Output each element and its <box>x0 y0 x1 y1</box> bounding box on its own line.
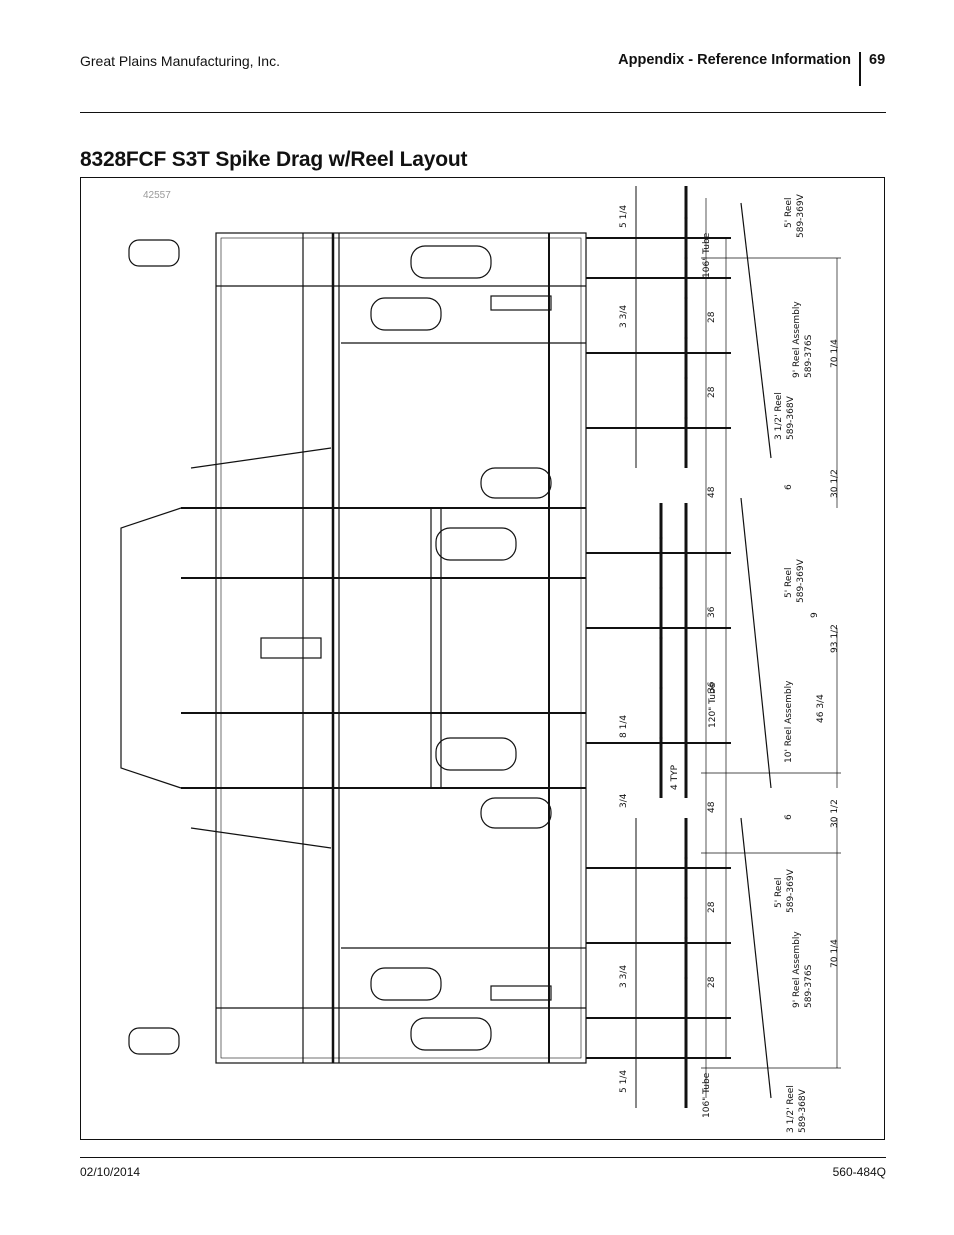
label-part-368v-low: 589-368V <box>798 1088 808 1133</box>
layout-drawing: 106" Tube 5' Reel 589-369V 9' Reel Assem… <box>120 186 841 1133</box>
dim-36-a: 36 <box>707 606 717 618</box>
dim-48-b: 48 <box>707 801 717 813</box>
figure-id: 42557 <box>143 190 171 201</box>
dim-93-1-2: 93 1/2 <box>830 624 840 653</box>
footer-doc-number: 560-484Q <box>832 1165 886 1179</box>
label-part-369v-mid: 589-369V <box>796 558 806 603</box>
label-reel-5-low: 5' Reel <box>774 878 784 909</box>
main-frame <box>215 232 587 1064</box>
label-part-368v-top: 589-368V <box>786 395 796 440</box>
dim-46-3-4: 46 3/4 <box>816 694 826 723</box>
dim-30-1-2-a: 30 1/2 <box>830 469 840 498</box>
label-reel-5-mid: 5' Reel <box>784 568 794 599</box>
label-part-369v-top: 589-369V <box>796 193 806 238</box>
label-reel-3half-low: 3 1/2' Reel <box>786 1085 796 1133</box>
label-part-376s-low: 589-376S <box>804 964 814 1008</box>
label-tube-106-top: 106" Tube <box>702 232 712 278</box>
label-reel-3half-top: 3 1/2' Reel <box>774 392 784 440</box>
label-typ: 4 TYP <box>670 764 680 790</box>
header-rule <box>80 112 886 113</box>
dim-28-c: 28 <box>707 901 717 913</box>
page-number: 69 <box>869 52 886 68</box>
dim-30-1-2-b: 30 1/2 <box>830 799 840 828</box>
dim-8-1-4: 8 1/4 <box>619 715 629 738</box>
dim-3-3-4-b: 3 3/4 <box>619 965 629 988</box>
dim-3-3-4-a: 3 3/4 <box>619 305 629 328</box>
dim-48-a: 48 <box>707 486 717 498</box>
dim-70-1-4-a: 70 1/4 <box>830 339 840 368</box>
dim-3-4: 3/4 <box>619 793 629 808</box>
label-reel-5-top: 5' Reel <box>784 198 794 229</box>
company-name: Great Plains Manufacturing, Inc. <box>80 53 280 69</box>
dim-28-d: 28 <box>707 976 717 988</box>
label-tube-106-bottom: 106" Tube <box>702 1072 712 1118</box>
footer-rule <box>80 1157 886 1158</box>
dim-5-1-4-top: 5 1/4 <box>619 205 629 228</box>
dim-5-1-4-bottom: 5 1/4 <box>619 1070 629 1093</box>
dim-6-a: 6 <box>784 484 794 490</box>
footer-date: 02/10/2014 <box>80 1165 141 1179</box>
dim-6-b: 6 <box>784 814 794 820</box>
label-reel-10: 10' Reel Assembly <box>784 680 794 763</box>
dim-28-a: 28 <box>707 311 717 323</box>
layout-figure: 42557 <box>80 177 885 1140</box>
page-title: 8328FCF S3T Spike Drag w/Reel Layout <box>80 148 468 171</box>
dim-28-b: 28 <box>707 386 717 398</box>
label-reel-9-low: 9' Reel Assembly <box>792 931 802 1008</box>
label-tube-120: 120" Tube <box>708 682 718 728</box>
dim-36-b: 36 <box>707 681 717 693</box>
header-divider <box>859 52 861 86</box>
section-title: Appendix - Reference Information <box>618 52 851 68</box>
label-reel-9-top: 9' Reel Assembly <box>792 301 802 378</box>
dim-70-1-4-b: 70 1/4 <box>830 939 840 968</box>
label-part-376s-top: 589-376S <box>804 334 814 378</box>
label-part-369v-low: 589-369V <box>786 868 796 913</box>
dim-9: 9 <box>810 612 820 618</box>
